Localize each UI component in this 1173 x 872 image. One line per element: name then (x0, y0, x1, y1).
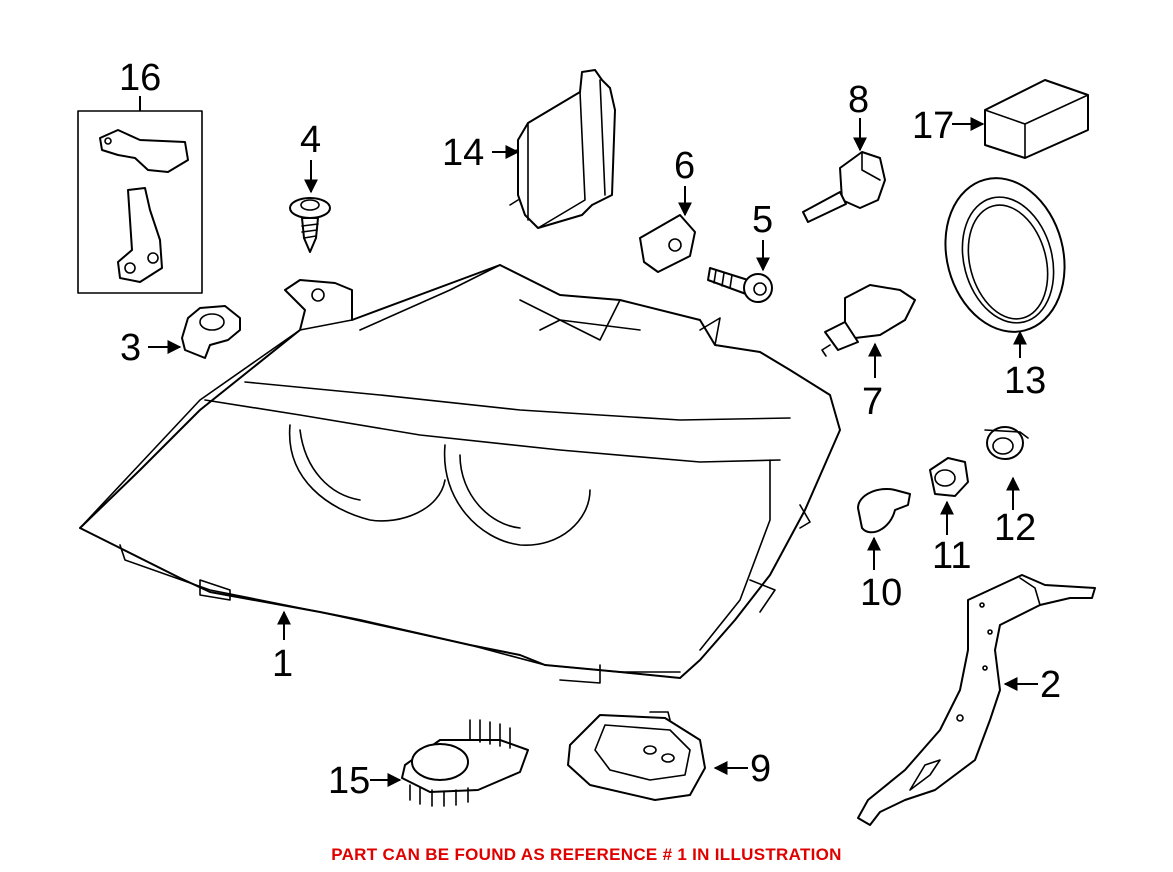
xenon-bulb-8 (802, 151, 886, 223)
callout-1: 1 (272, 643, 293, 685)
led-module-15 (401, 719, 529, 807)
mounting-bracket (857, 574, 1096, 826)
callout-17: 17 (912, 105, 954, 147)
callout-3: 3 (120, 327, 141, 369)
callout-9: 9 (750, 748, 771, 790)
callout-10: 10 (860, 572, 902, 614)
callout-2: 2 (1040, 664, 1061, 706)
control-module-9 (567, 711, 706, 801)
callout-5: 5 (752, 199, 773, 241)
bolt-5 (707, 267, 773, 303)
ballast-14 (507, 69, 616, 229)
callout-4: 4 (300, 119, 321, 161)
callout-16: 16 (119, 57, 161, 99)
callout-8: 8 (848, 79, 869, 121)
bulb-10 (857, 488, 911, 534)
screw-4 (289, 197, 331, 253)
callout-7: 7 (862, 381, 883, 423)
callout-6: 6 (674, 145, 695, 187)
callout-13: 13 (1004, 360, 1046, 402)
box-17 (984, 79, 1089, 159)
clip-nut-6 (639, 214, 696, 273)
grommet-12 (984, 426, 1029, 460)
callout-11: 11 (932, 535, 971, 577)
repair-kit-16 (77, 110, 203, 294)
actuator-7 (821, 284, 916, 357)
callout-15: 15 (328, 760, 370, 802)
adjuster-clip (181, 305, 241, 359)
reference-caption: PART CAN BE FOUND AS REFERENCE # 1 IN IL… (331, 845, 842, 864)
headlight-assembly (79, 264, 841, 684)
callout-14: 14 (442, 132, 484, 174)
socket-11 (929, 457, 969, 497)
seal-ring-13 (944, 177, 1066, 333)
callout-12: 12 (994, 507, 1036, 549)
